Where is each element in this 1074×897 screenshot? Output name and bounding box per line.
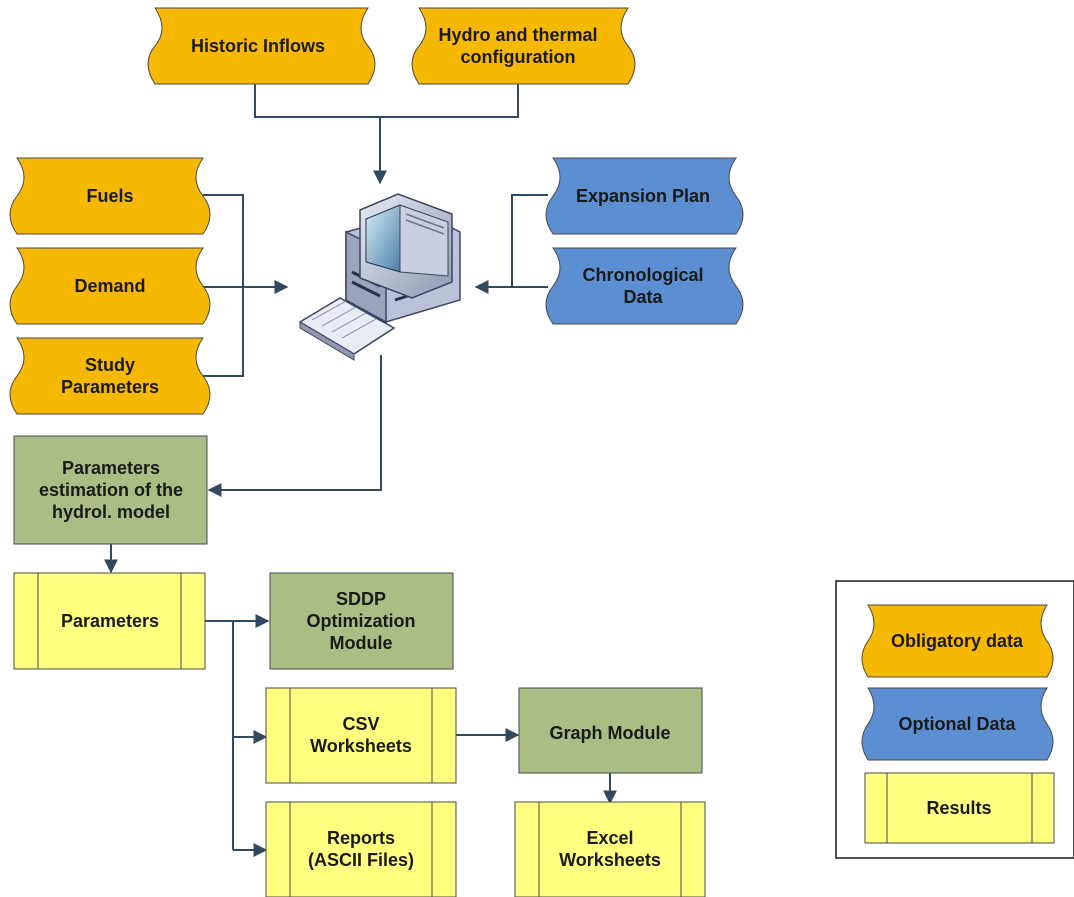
- parameters-result-label-line: Parameters: [61, 611, 159, 631]
- graph-module-box: [518, 687, 703, 774]
- legend-results-label: Results: [926, 798, 991, 818]
- parameters-estimation-label-line: Parameters: [62, 458, 160, 478]
- reports-result: [265, 801, 457, 897]
- legend-obligatory-label: Obligatory data: [891, 631, 1024, 651]
- expansion-plan-shape: [545, 157, 744, 235]
- study-parameters-label-line: Parameters: [61, 377, 159, 397]
- csv-worksheets-result: [265, 687, 457, 784]
- legend: [835, 580, 1074, 859]
- expansion-plan-label: Expansion Plan: [576, 186, 710, 206]
- parameters-result-label: Parameters: [61, 611, 159, 631]
- result-boxes: [13, 572, 706, 897]
- legend-results-shape: [864, 772, 1055, 844]
- legend-optional-label: Optional Data: [898, 714, 1016, 734]
- sddp-module-label-line: Module: [330, 633, 393, 653]
- sddp-module-label-line: SDDP: [336, 589, 386, 609]
- process-boxes: [13, 435, 703, 774]
- study-parameters-label-line: Study: [85, 355, 135, 375]
- connector-left-inputs: [203, 194, 244, 377]
- sddp-module-box: [269, 572, 454, 670]
- demand-shape: [9, 247, 211, 325]
- fuels-label: Fuels: [86, 186, 133, 206]
- excel-worksheets-result: [514, 801, 706, 897]
- parameters-estimation-label-line: estimation of the: [39, 480, 183, 500]
- legend-results-label-line: Results: [926, 798, 991, 818]
- parameters-estimation-label-line: hydrol. model: [52, 502, 170, 522]
- connector-right-inputs: [511, 194, 548, 287]
- reports-label-line: (ASCII Files): [308, 850, 414, 870]
- sddp-module-label-line: Optimization: [307, 611, 416, 631]
- hydro-thermal-label-line: Hydro and thermal: [438, 25, 597, 45]
- arrow-computer-to-estimation: [207, 355, 382, 497]
- desktop-computer-icon: [298, 193, 461, 361]
- fuels-shape: [9, 157, 211, 235]
- legend-optional-label-line: Optional Data: [898, 714, 1016, 734]
- legend-obligatory-label-line: Obligatory data: [891, 631, 1024, 651]
- study-parameters-shape: [9, 337, 211, 415]
- legend-optional-shape: [861, 687, 1054, 761]
- graph-module-label: Graph Module: [550, 723, 671, 743]
- historic-inflows-shape: [147, 7, 376, 85]
- csv-worksheets-label-line: Worksheets: [310, 736, 412, 756]
- connectors: [104, 83, 617, 857]
- demand-label: Demand: [74, 276, 145, 296]
- fuels-label-line: Fuels: [86, 186, 133, 206]
- chronological-data-shape: [545, 247, 744, 325]
- demand-label-line: Demand: [74, 276, 145, 296]
- hydro-thermal-label-line: configuration: [461, 47, 576, 67]
- historic-inflows-label-line: Historic Inflows: [191, 36, 325, 56]
- csv-worksheets-label-line: CSV: [342, 714, 379, 734]
- chronological-data-label-line: Data: [623, 287, 663, 307]
- parameters-result: [13, 572, 206, 670]
- chronological-data-label-line: Chronological: [583, 265, 704, 285]
- historic-inflows-label: Historic Inflows: [191, 36, 325, 56]
- reports-label-line: Reports: [327, 828, 395, 848]
- hydro-thermal-shape: [411, 7, 636, 85]
- expansion-plan-label-line: Expansion Plan: [576, 186, 710, 206]
- excel-worksheets-label-line: Worksheets: [559, 850, 661, 870]
- graph-module-label-line: Graph Module: [550, 723, 671, 743]
- excel-worksheets-label-line: Excel: [586, 828, 633, 848]
- legend-obligatory-shape: [861, 604, 1054, 678]
- reports-label: Reports(ASCII Files): [308, 828, 414, 870]
- data-shapes: [9, 7, 744, 415]
- connector-historic-inflows: [254, 83, 519, 118]
- parameters-estimation-box: [13, 435, 208, 545]
